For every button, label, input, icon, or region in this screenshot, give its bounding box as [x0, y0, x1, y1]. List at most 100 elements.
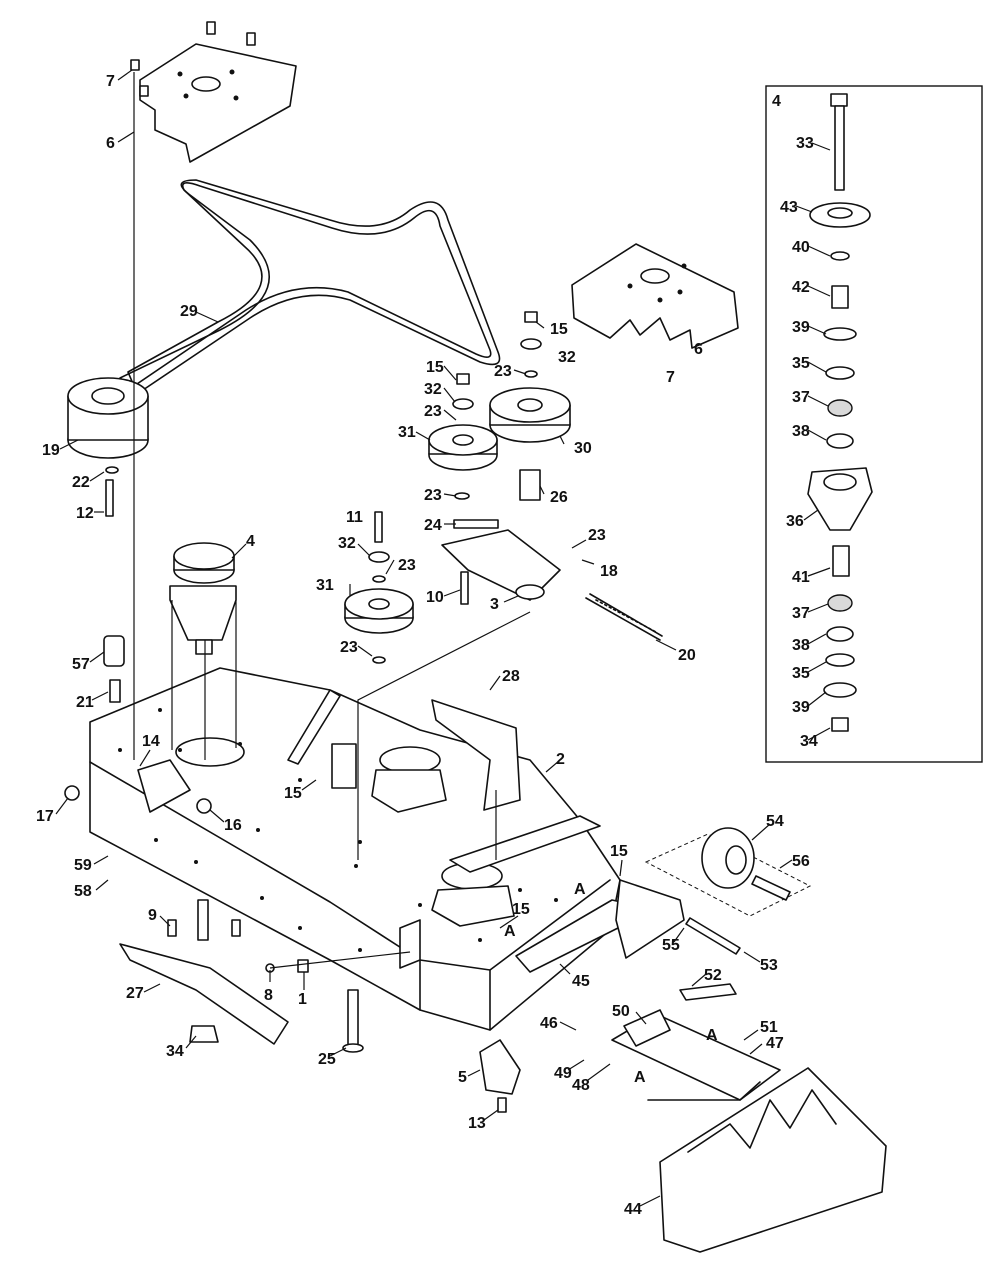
callout-A: A: [634, 1069, 646, 1086]
callout-54: 54: [766, 813, 784, 830]
callout-34: 34: [166, 1043, 184, 1060]
callout-7: 7: [106, 73, 115, 90]
callout-35: 35: [792, 355, 810, 372]
bearing: [827, 594, 853, 612]
callout-50: 50: [612, 1003, 630, 1020]
callout-28: 28: [502, 668, 520, 685]
callout-A: A: [504, 923, 516, 940]
callout-45: 45: [572, 973, 590, 990]
callout-9: 9: [148, 907, 157, 924]
callout-29: 29: [180, 303, 198, 320]
grease-fittings: [103, 635, 125, 703]
callout-4: 4: [246, 533, 255, 550]
callout-14: 14: [142, 733, 160, 750]
callout-23: 23: [340, 639, 358, 656]
callout-31: 31: [398, 424, 416, 441]
mower-blade: [119, 899, 364, 1053]
callout-37: 37: [792, 389, 810, 406]
callout-10: 10: [426, 589, 444, 606]
callout-51: 51: [760, 1019, 778, 1036]
callout-44: 44: [624, 1201, 642, 1218]
callout-59: 59: [74, 857, 92, 874]
washer: [823, 327, 857, 341]
callout-27: 27: [126, 985, 144, 1002]
callout-32: 32: [338, 535, 356, 552]
callout-30: 30: [574, 440, 592, 457]
callout-15: 15: [550, 321, 568, 338]
callout-23: 23: [424, 403, 442, 420]
callout-12: 12: [76, 505, 94, 522]
callout-8: 8: [264, 987, 273, 1004]
callout-17: 17: [36, 808, 54, 825]
washer: [823, 682, 857, 698]
alignment-lines: [133, 72, 531, 969]
callout-leaders: [55, 69, 831, 1207]
callout-20: 20: [678, 647, 696, 664]
spindle-bolt: [830, 93, 848, 191]
discharge-chute-bracket: [611, 983, 781, 1101]
idler-pulley-flat: [489, 311, 571, 501]
callout-15: 15: [284, 785, 302, 802]
callout-40: 40: [792, 239, 810, 256]
callout-39: 39: [792, 699, 810, 716]
callout-38: 38: [792, 423, 810, 440]
washer: [830, 251, 850, 261]
callout-21: 21: [76, 694, 94, 711]
callout-23: 23: [424, 487, 442, 504]
callout-1: 1: [298, 991, 307, 1008]
callout-23: 23: [588, 527, 606, 544]
callout-47: 47: [766, 1035, 784, 1052]
callout-41: 41: [792, 569, 810, 586]
callout-6: 6: [106, 135, 115, 152]
mower-deck: [64, 667, 685, 1031]
spacer: [831, 285, 849, 309]
spindle-assembly: [169, 542, 237, 655]
callout-48: 48: [572, 1077, 590, 1094]
discharge-chute: [659, 1067, 887, 1253]
callout-25: 25: [318, 1051, 336, 1068]
callout-15: 15: [426, 359, 444, 376]
callout-2: 2: [556, 751, 565, 768]
drive-belt: [119, 179, 501, 393]
callout-58: 58: [74, 883, 92, 900]
seal: [825, 366, 855, 380]
callout-3: 3: [490, 596, 499, 613]
callout-46: 46: [540, 1015, 558, 1032]
callout-53: 53: [760, 957, 778, 974]
callout-38: 38: [792, 637, 810, 654]
bearing-race: [826, 626, 854, 642]
callout-7: 7: [666, 369, 675, 386]
callout-31: 31: [316, 577, 334, 594]
callout-37: 37: [792, 605, 810, 622]
callout-19: 19: [42, 442, 60, 459]
callout-26: 26: [550, 489, 568, 506]
bearing: [827, 399, 853, 417]
callout-18: 18: [600, 563, 618, 580]
callout-A: A: [574, 881, 586, 898]
callout-23: 23: [398, 557, 416, 574]
callout-57: 57: [72, 656, 90, 673]
callout-35: 35: [792, 665, 810, 682]
belt-cover-bracket-left: [130, 21, 297, 163]
spindle-inset: 4: [765, 85, 983, 763]
seal: [825, 653, 855, 667]
callout-6: 6: [694, 341, 703, 358]
callout-52: 52: [704, 967, 722, 984]
callout-36: 36: [786, 513, 804, 530]
electric-clutch: [67, 377, 149, 517]
callout-43: 43: [780, 199, 798, 216]
callout-22: 22: [72, 474, 90, 491]
nut: [831, 717, 849, 732]
idler-arm: [441, 519, 561, 605]
idler-pulley-lower: [344, 511, 414, 664]
spindle-housing: [807, 467, 873, 531]
belt-cover-bracket-right: [571, 243, 739, 349]
callout-11: 11: [346, 509, 363, 526]
callout-42: 42: [792, 279, 810, 296]
bearing-race: [826, 433, 854, 449]
callout-24: 24: [424, 517, 442, 534]
callout-15: 15: [512, 901, 530, 918]
spindle-pulley: [809, 202, 871, 228]
spacer: [832, 545, 850, 577]
